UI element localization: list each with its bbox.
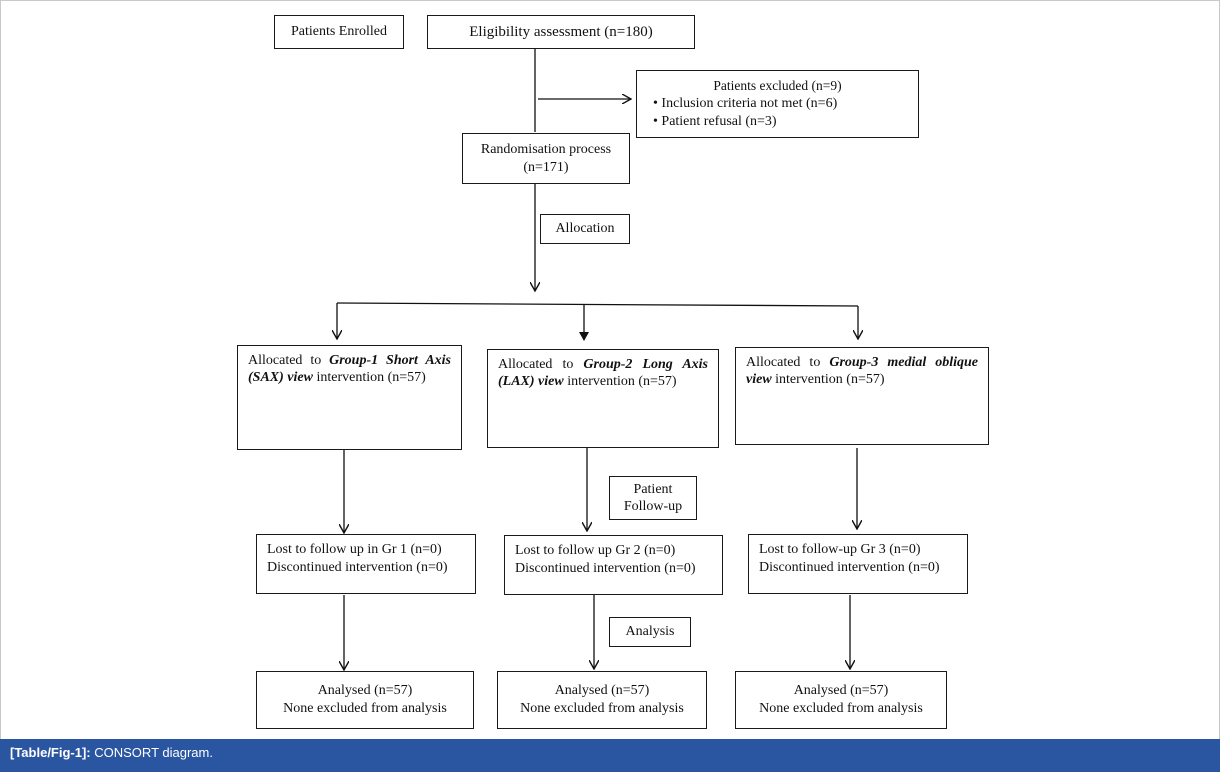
group-2-lost-text: Lost to follow up Gr 2 (n=0) xyxy=(515,543,676,558)
follow-up-label-2: Follow-up xyxy=(623,499,683,514)
group-2-allocation-box: Allocated to Group-2 Long Axis (LAX) vie… xyxy=(487,349,719,448)
excluded-reason-2: • Patient refusal (n=3) xyxy=(653,114,777,129)
group-3-none-excluded-text: None excluded from analysis xyxy=(759,701,923,716)
analysis-label: Analysis xyxy=(625,624,675,639)
group-3-discontinued-text: Discontinued intervention (n=0) xyxy=(759,560,940,575)
figure-caption: [Table/Fig-1]: CONSORT diagram. xyxy=(0,739,1220,772)
patients-excluded-box: Patients excluded (n=9) • Inclusion crit… xyxy=(636,70,919,138)
group-1-discontinued-text: Discontinued intervention (n=0) xyxy=(267,560,448,575)
group-1-allocation-box: Allocated to Group-1 Short Axis (SAX) vi… xyxy=(237,345,462,450)
caption-label: [Table/Fig-1]: xyxy=(10,745,91,760)
eligibility-label: Eligibility assessment (n=180) xyxy=(469,24,653,40)
allocation-box: Allocation xyxy=(540,214,630,244)
group-1-follow-up-box: Lost to follow up in Gr 1 (n=0) Disconti… xyxy=(256,534,476,594)
group-3-alloc-post: intervention (n=57) xyxy=(771,372,885,387)
group-1-alloc-post: intervention (n=57) xyxy=(312,370,426,385)
group-2-alloc-name: Group-2 Long Axis (LAX) view xyxy=(498,357,708,389)
group-1-lost-text: Lost to follow up in Gr 1 (n=0) xyxy=(267,542,442,557)
group-1-analysed-text: Analysed (n=57) xyxy=(317,683,413,698)
group-3-alloc-name: Group-3 medial oblique view xyxy=(746,355,979,387)
randomisation-label: Randomisation process xyxy=(480,141,612,157)
analysis-label-box: Analysis xyxy=(609,617,691,647)
caption-text: CONSORT diagram. xyxy=(90,745,213,760)
allocation-label: Allocation xyxy=(555,221,615,236)
group-3-analysed-box: Analysed (n=57) None excluded from analy… xyxy=(735,671,947,729)
group-3-allocation-box: Allocated to Group-3 medial oblique view… xyxy=(735,347,989,445)
group-3-follow-up-box: Lost to follow-up Gr 3 (n=0) Discontinue… xyxy=(748,534,968,594)
group-3-lost-text: Lost to follow-up Gr 3 (n=0) xyxy=(759,542,921,557)
group-2-alloc-pre: Allocated to xyxy=(498,357,584,372)
randomisation-count: (n=171) xyxy=(523,159,569,175)
patients-enrolled-label: Patients Enrolled xyxy=(290,24,388,39)
group-2-alloc-post: intervention (n=57) xyxy=(563,374,677,389)
group-1-analysed-box: Analysed (n=57) None excluded from analy… xyxy=(256,671,474,729)
group-3-alloc-pre: Allocated to xyxy=(746,355,830,370)
split-horizontal-line xyxy=(336,302,859,307)
group-2-analysed-box: Analysed (n=57) None excluded from analy… xyxy=(497,671,707,729)
follow-up-label-1: Patient xyxy=(633,482,673,497)
excluded-title: Patients excluded (n=9) xyxy=(713,78,842,93)
group-2-discontinued-text: Discontinued intervention (n=0) xyxy=(515,561,696,576)
group-2-analysed-text: Analysed (n=57) xyxy=(554,683,650,698)
group-2-follow-up-box: Lost to follow up Gr 2 (n=0) Discontinue… xyxy=(504,535,723,595)
group-1-none-excluded-text: None excluded from analysis xyxy=(283,701,447,716)
patients-enrolled-box: Patients Enrolled xyxy=(274,15,404,49)
group-3-analysed-text: Analysed (n=57) xyxy=(793,683,889,698)
eligibility-box: Eligibility assessment (n=180) xyxy=(427,15,695,49)
randomisation-box: Randomisation process (n=171) xyxy=(462,133,630,184)
excluded-reason-1: • Inclusion criteria not met (n=6) xyxy=(653,96,838,111)
patient-follow-up-box: Patient Follow-up xyxy=(609,476,697,520)
group-1-alloc-pre: Allocated to xyxy=(248,353,330,368)
group-2-none-excluded-text: None excluded from analysis xyxy=(520,701,684,716)
group-1-alloc-name: Group-1 Short Axis (SAX) view xyxy=(248,353,452,385)
